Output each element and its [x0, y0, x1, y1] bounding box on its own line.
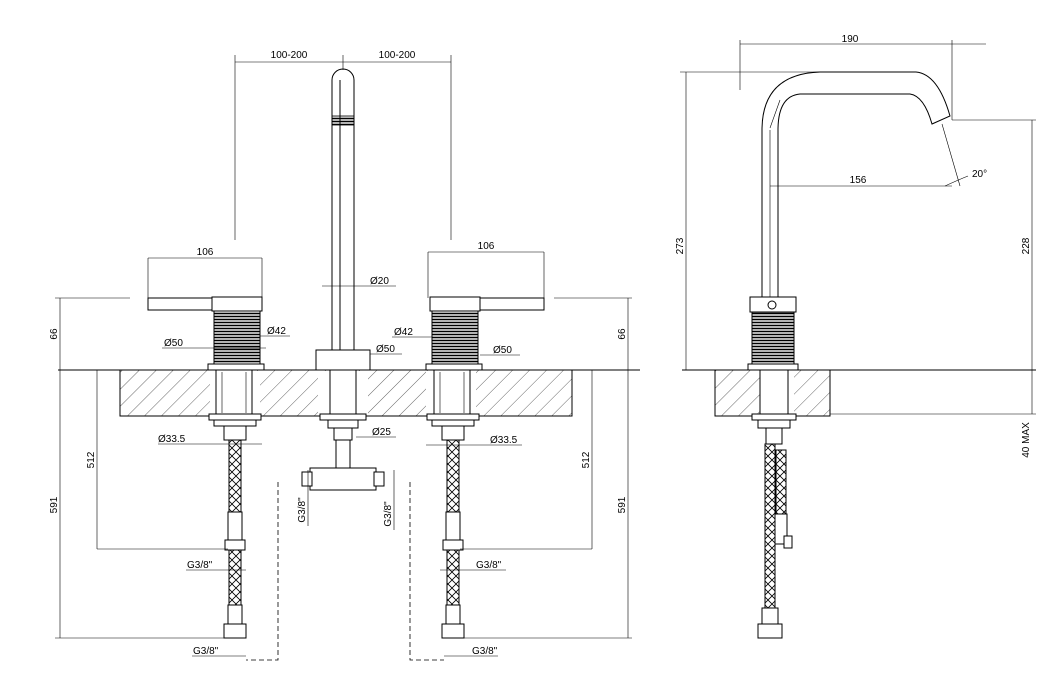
front-view: 100-200 100-200 106 106 Ø20 Ø42 Ø50 Ø42 … [49, 50, 640, 661]
left-base [207, 363, 265, 371]
thread-left-upper: G3/8" [187, 560, 213, 571]
dim-right-base-dia: Ø50 [493, 345, 512, 356]
spout-tube [331, 68, 355, 350]
dim-handle-right: 106 [478, 241, 495, 252]
left-ribbed-body [213, 310, 261, 365]
side-hose-left [764, 443, 776, 625]
aerator [331, 115, 355, 126]
thread-tee-left: G3/8" [297, 497, 308, 523]
dim-deck-max: 40 MAX [1021, 422, 1032, 458]
right-lever [479, 297, 545, 311]
side-ribbed-body [751, 311, 795, 366]
dim-left-base-dia: Ø50 [164, 338, 183, 349]
tee-connector [309, 467, 377, 491]
right-dashed-route [409, 482, 444, 661]
dim-handle-left: 106 [197, 247, 214, 258]
spout-base [315, 349, 371, 371]
right-valve [425, 296, 545, 639]
right-hose-upper [446, 439, 460, 513]
dim-right-shank-dia: Ø33.5 [490, 435, 518, 446]
dim-outlet-reach: 156 [850, 175, 867, 186]
dim-height-right: 66 [617, 328, 628, 340]
dim-angle: 20° [972, 169, 987, 180]
spout [301, 68, 385, 491]
left-hose-lower [228, 549, 242, 606]
side-view: 190 156 20° 273 228 40 MAX [675, 34, 1036, 639]
dim-left-shank-dia: Ø33.5 [158, 434, 186, 445]
side-spout-profile [761, 71, 951, 298]
dim-spout-dia: Ø20 [370, 276, 389, 287]
front-dimensions: 100-200 100-200 106 106 Ø20 Ø42 Ø50 Ø42 … [49, 50, 632, 657]
side-body-top [749, 296, 797, 313]
side-hose-right [775, 449, 787, 517]
dim-spout-shank-dia: Ø25 [372, 427, 391, 438]
dim-spacing-right: 100-200 [379, 50, 416, 61]
dim-total-height: 273 [675, 237, 686, 254]
thread-right-upper: G3/8" [476, 560, 502, 571]
left-valve [147, 296, 265, 639]
dim-spout-base-dia: Ø50 [376, 344, 395, 355]
thread-right-lower: G3/8" [472, 646, 498, 657]
left-lever [147, 297, 213, 311]
dim-height-left: 66 [49, 328, 60, 340]
left-hose-nut [223, 623, 247, 639]
right-hose-nut [441, 623, 465, 639]
dim-hose-left: 512 [86, 451, 97, 468]
dim-right-body-dia: Ø42 [394, 327, 413, 338]
thread-left-lower: G3/8" [193, 646, 219, 657]
left-hose-upper [228, 439, 242, 513]
dim-reach: 190 [842, 34, 859, 45]
dim-outlet-height: 228 [1021, 237, 1032, 254]
right-hose-lower [446, 549, 460, 606]
dim-total-right: 591 [617, 496, 628, 513]
side-hose-nut [757, 623, 783, 639]
dim-left-body-dia: Ø42 [267, 326, 286, 337]
dim-total-left: 591 [49, 496, 60, 513]
right-base [425, 363, 483, 371]
thread-tee-right: G3/8" [383, 501, 394, 527]
dim-hose-right: 512 [581, 451, 592, 468]
right-ribbed-body [431, 310, 479, 365]
side-handle-pin [767, 300, 777, 310]
dim-spacing-left: 100-200 [271, 50, 308, 61]
left-dashed-route [246, 482, 279, 661]
